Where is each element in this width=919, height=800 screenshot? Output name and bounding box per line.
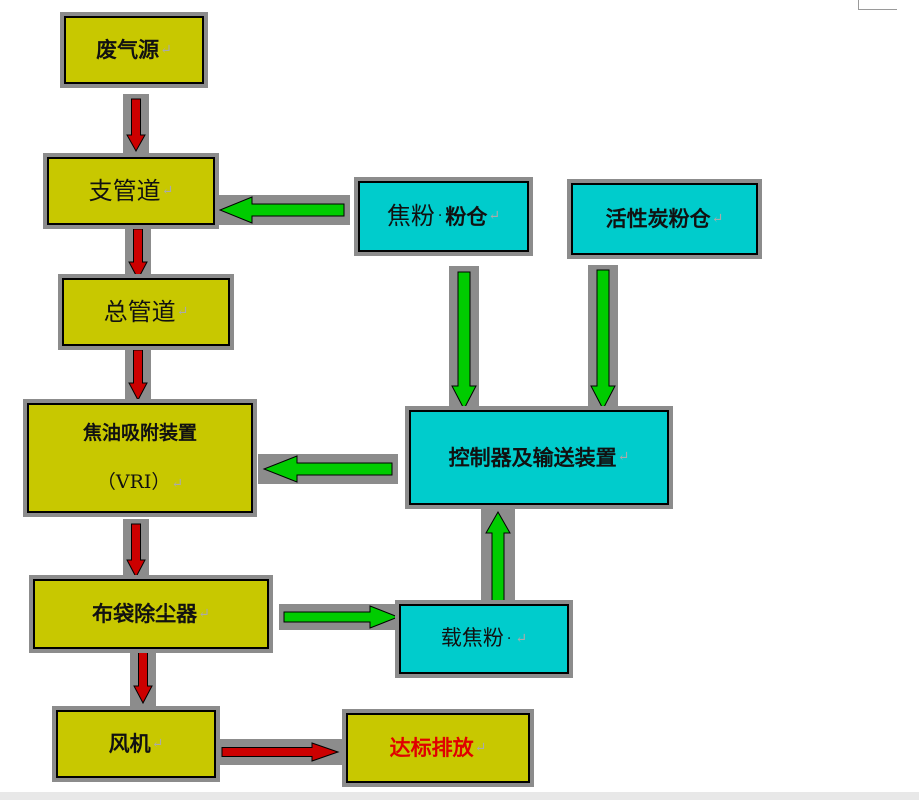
node-coke-silo-label-b: 粉仓 <box>445 203 488 229</box>
return-mark: ↵ <box>711 210 724 227</box>
return-mark: ↵ <box>198 605 210 622</box>
node-fan: 风机↵ <box>56 710 216 778</box>
node-fan-label: 风机 <box>108 731 151 757</box>
node-loaded-coke-label: 载焦粉 <box>440 626 504 651</box>
return-mark: ↵ <box>176 303 189 320</box>
page-corner-mark <box>858 0 897 10</box>
arrow-loadedcoke-to-controller <box>481 507 515 611</box>
node-carbon-silo-label: 活性炭粉仓 <box>605 206 711 232</box>
return-mark: ↵ <box>617 449 630 466</box>
return-mark: ↵ <box>171 476 184 492</box>
dot-mark: · <box>506 630 512 647</box>
node-vri-label-line1: 焦油吸附装置 <box>82 422 197 445</box>
arrow-cokesilo-to-controller <box>449 266 479 416</box>
node-bag-filter-label: 布袋除尘器 <box>92 601 198 627</box>
arrow-controller-to-vri <box>258 454 398 484</box>
node-main-pipe: 总管道↵ <box>62 278 230 346</box>
return-mark: ↵ <box>474 739 487 756</box>
node-discharge-label: 达标排放 <box>389 735 474 761</box>
node-vri: 焦油吸附装置 （VRI）↵ <box>27 403 253 513</box>
node-exhaust-source: 废气源↵ <box>64 16 204 84</box>
arrow-bagfilter-to-loadedcoke <box>279 604 405 630</box>
arrow-bagfilter-to-fan <box>130 647 156 707</box>
return-mark: ↵ <box>515 630 528 647</box>
return-mark: ↵ <box>488 208 501 225</box>
node-controller-label: 控制器及输送装置 <box>448 444 617 470</box>
node-exhaust-source-label: 废气源 <box>96 37 160 63</box>
node-branch-pipe-label: 支管道 <box>88 176 161 205</box>
arrow-carbonsilo-to-controller <box>588 265 618 415</box>
arrow-source-to-branch <box>123 94 149 157</box>
return-mark: ↵ <box>160 41 172 58</box>
node-controller: 控制器及输送装置↵ <box>409 410 669 505</box>
arrow-vri-to-bagfilter <box>123 519 149 581</box>
return-mark: ↵ <box>161 182 174 199</box>
arrow-branch-to-main <box>125 225 151 283</box>
arrow-main-to-vri <box>125 346 151 404</box>
arrow-fan-to-discharge <box>218 739 344 765</box>
return-mark: ↵ <box>151 735 164 752</box>
arrow-cokesilo-to-branch <box>214 195 350 225</box>
node-coke-silo-label-a: 焦粉 <box>386 202 435 231</box>
bottom-strip <box>0 792 919 800</box>
node-discharge: 达标排放↵ <box>346 713 530 783</box>
node-branch-pipe: 支管道↵ <box>47 157 215 225</box>
node-vri-label-line2: （VRI） <box>96 471 171 493</box>
node-loaded-coke: 载焦粉·↵ <box>399 604 569 674</box>
node-main-pipe-label: 总管道 <box>103 297 176 326</box>
node-carbon-silo: 活性炭粉仓↵ <box>571 183 758 255</box>
node-coke-silo: 焦粉·粉仓↵ <box>358 181 529 252</box>
node-bag-filter: 布袋除尘器↵ <box>33 579 269 649</box>
dot-mark: · <box>437 208 443 225</box>
